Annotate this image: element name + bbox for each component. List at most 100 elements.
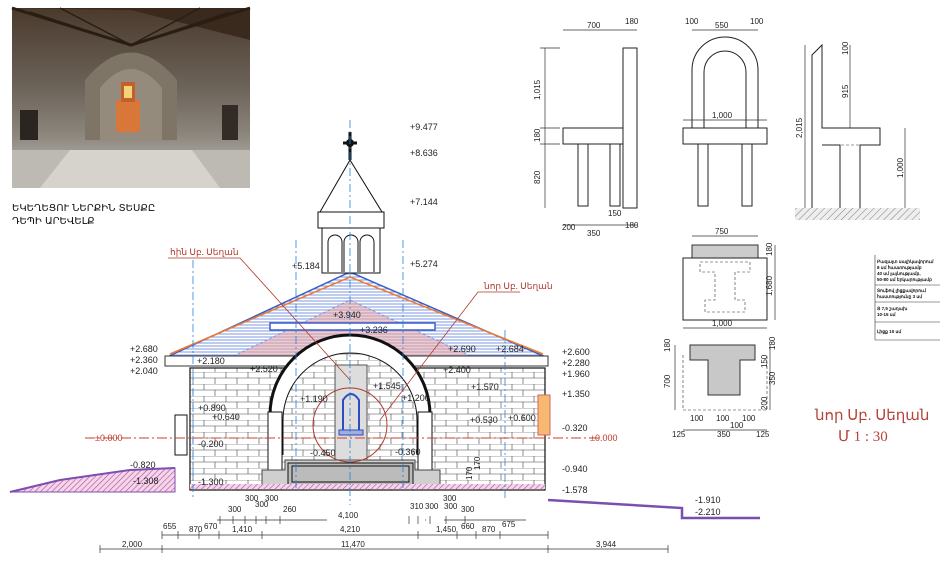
elevation-mark: +7.144 (410, 197, 438, 207)
elevation-mark: +1.545 (373, 381, 401, 391)
dimension-text: 1,410 (232, 525, 253, 534)
dimension-text: 260 (283, 505, 297, 514)
dimension-text: 11,470 (341, 540, 365, 549)
altar-section: 180 700 180 150 350 200 100 100 100 125 … (663, 336, 777, 439)
legend-note: հաստությունը 3 սմ (877, 293, 923, 300)
dimension-text: 150 (608, 209, 622, 218)
dimension-text: 300 (425, 502, 439, 511)
elevation-mark: -1.910 (695, 495, 721, 505)
elevation-mark: +2.400 (443, 365, 471, 375)
church-section (9, 120, 760, 520)
dimension-chains: 300 300 300 300 260 4,100 310 300 300 30… (99, 494, 669, 553)
dimension-text: 300 (443, 494, 457, 503)
dimension-text: 820 (533, 170, 542, 184)
elevation-mark: +2.040 (130, 366, 158, 376)
dimension-text: 200 (562, 223, 576, 232)
elevation-mark: -1.578 (562, 485, 588, 495)
dimension-text: 700 (663, 374, 672, 388)
dimension-text: 2,000 (122, 540, 143, 549)
dimension-text: 350 (768, 371, 777, 385)
dimension-text: 350 (587, 229, 601, 238)
dimension-text: 670 (204, 522, 218, 531)
scale-title: նոր Սբ. Սեղան (814, 408, 929, 424)
zero-level-mark: ±0.000 (95, 433, 122, 443)
dimension-text: 170 (465, 466, 474, 480)
dimension-text: 4,100 (338, 511, 359, 520)
dimension-text: 200 (760, 396, 769, 410)
dimension-text: 1,680 (765, 275, 774, 296)
material-legend: Բազալտ սալիկավորում 8 սմ հաստությամբ 40 … (874, 255, 940, 341)
elevation-mark: -2.210 (695, 507, 721, 517)
elevation-mark: +2.684 (496, 344, 524, 354)
dimension-text: 750 (715, 227, 729, 236)
dimension-text: 300 (265, 494, 279, 503)
dimension-text: 100 (730, 421, 744, 430)
elevation-mark: +1.190 (300, 394, 328, 404)
elevation-mark: +2.680 (130, 344, 158, 354)
interior-photo (11, 6, 251, 188)
elevation-mark: +1.570 (471, 382, 499, 392)
legend-note: Լիցք 10 սմ (877, 329, 902, 335)
elevation-mark: -0.820 (130, 460, 156, 470)
scale-ratio: Մ 1 : 30 (838, 429, 888, 445)
elevation-mark: +0.640 (212, 412, 240, 422)
dimension-text: 180 (625, 221, 639, 230)
elevation-mark: -0.200 (198, 439, 224, 449)
elevation-mark: +2.690 (448, 344, 476, 354)
dimension-text: 100 (685, 17, 699, 26)
dimension-text: 3,944 (596, 540, 617, 549)
legend-note: 50-80 սմ երկարությամբ (877, 277, 932, 283)
altar-plan: 750 180 1,680 1,000 (682, 227, 776, 329)
elevation-mark: +9.477 (410, 122, 438, 132)
elevation-mark: -1.308 (133, 476, 159, 486)
elevation-mark: +8.636 (410, 148, 438, 158)
dimension-text: 150 (760, 354, 769, 368)
dimension-text: 675 (502, 520, 516, 529)
legend-note: 10-15 սմ (877, 312, 897, 317)
dimension-text: 700 (587, 21, 601, 30)
legend-note: Ց 7,5 շաղախ (877, 306, 908, 312)
elevation-mark: +5.184 (292, 261, 320, 271)
dimension-text: 660 (461, 522, 475, 531)
altar-profile-view: 100 915 2,015 1,000 (795, 41, 920, 220)
elevation-mark: +2.280 (562, 358, 590, 368)
dimension-text: 100 (742, 414, 756, 423)
dimension-text: 655 (163, 522, 177, 531)
old-altar-label: հին Սբ. Սեղան (170, 247, 239, 257)
elevation-mark: +0.600 (508, 413, 536, 423)
elevation-mark: -1.300 (198, 477, 224, 487)
dimension-text: 550 (715, 21, 729, 30)
dimension-text: 300 (444, 502, 458, 511)
dimension-text: 300 (255, 500, 269, 509)
elevation-mark: +3.236 (360, 325, 388, 335)
elevation-mark: -0.940 (562, 464, 588, 474)
photo-caption-line-1: ԵԿԵՂԵՑՈՒ ՆԵՐՔԻՆ ՏԵՍՔԸ (12, 203, 155, 214)
dimension-text: 170 (473, 456, 482, 470)
dimension-text: 125 (756, 430, 770, 439)
dimension-text: 870 (189, 525, 203, 534)
dimension-text: 300 (245, 494, 259, 503)
dimension-text: 1,000 (896, 157, 905, 178)
dimension-text: 300 (461, 505, 475, 514)
elevation-mark: +2.180 (197, 356, 225, 366)
dimension-text: 125 (672, 430, 686, 439)
zero-level-mark: ±0.000 (590, 433, 617, 443)
dimension-text: 2,015 (795, 117, 804, 138)
dimension-text: 310 (410, 502, 424, 511)
dimension-text: 1,015 (533, 79, 542, 100)
dimension-text: 180 (765, 242, 774, 256)
elevation-mark: +0.890 (198, 403, 226, 413)
elevation-mark: -0.450 (310, 448, 336, 458)
elevation-mark: +2.520 (250, 364, 278, 374)
altar-side-view: 700 180 1,015 180 820 200 350 150 180 (533, 17, 639, 238)
dimension-text: 4,210 (340, 525, 361, 534)
elevation-mark: +0.530 (470, 415, 498, 425)
dimension-text: 180 (533, 128, 542, 142)
elevation-mark: +1.200 (402, 393, 430, 403)
dimension-text: 100 (690, 414, 704, 423)
elevation-mark: -0.360 (395, 447, 421, 457)
legend-note: Տուֆով լիցքավորում (877, 288, 927, 294)
dimension-text: 300 (228, 505, 242, 514)
dimension-text: 1,000 (712, 111, 733, 120)
